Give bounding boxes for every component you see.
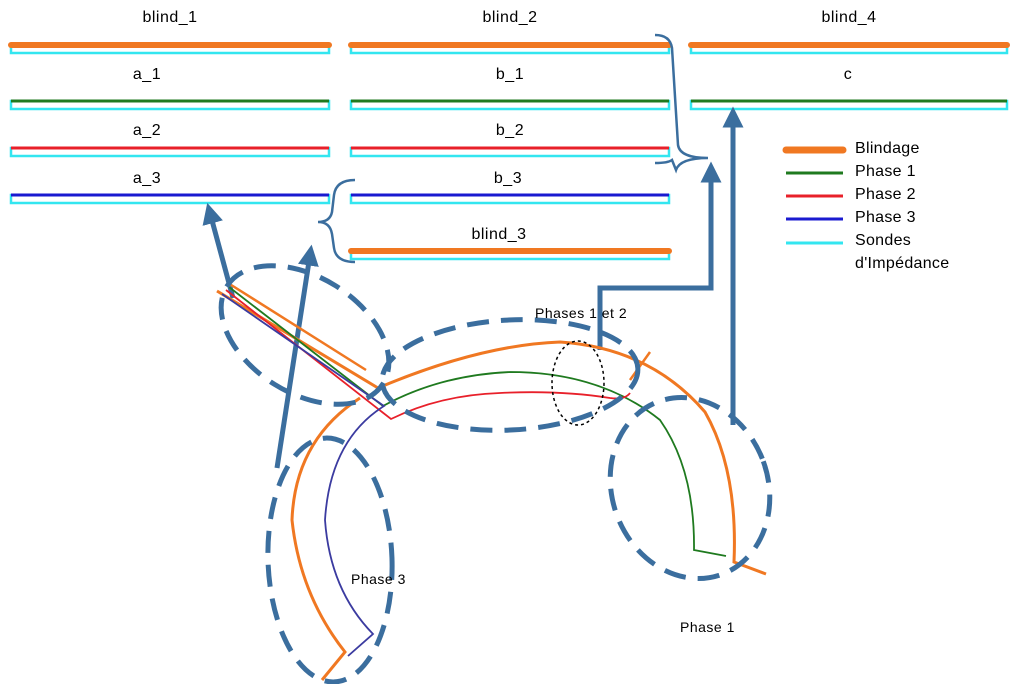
brace-left-b3-blind3	[317, 178, 356, 264]
segment-blind-4	[688, 42, 1010, 55]
segment-b-1	[349, 99, 671, 111]
arrow-to-b2-brace	[597, 161, 722, 350]
label-phases-1-et-2: Phases 1 et 2	[535, 305, 628, 321]
label-phase-1: Phase 1	[680, 619, 735, 635]
legend-label-sondes: Sondes	[855, 232, 912, 249]
label-blind-1: blind_1	[142, 9, 198, 26]
conductor-segments	[8, 42, 1010, 261]
dashed-ellipse-top-left	[218, 263, 392, 407]
dashed-ellipse-phase-3	[265, 435, 395, 684]
label-a-2: a_2	[132, 122, 162, 139]
legend-label-blindage: Blindage	[855, 140, 920, 157]
label-phase-3: Phase 3	[351, 571, 406, 587]
segment-a-2	[9, 146, 331, 158]
label-a-1: a_1	[132, 66, 162, 83]
legend-label-impedance: d'Impédance	[855, 255, 950, 272]
label-blind-2: blind_2	[482, 9, 538, 26]
segment-blind-2	[348, 42, 672, 55]
arrow-to-b3-blind3	[274, 244, 319, 469]
legend-label-phase-1: Phase 1	[855, 163, 916, 180]
label-a-3: a_3	[132, 170, 162, 187]
label-blind-3: blind_3	[471, 226, 527, 243]
label-b-2: b_2	[495, 122, 525, 139]
arrows	[202, 106, 744, 469]
segment-blind-1	[8, 42, 332, 55]
legend-swatches	[782, 146, 847, 245]
segment-c	[689, 99, 1009, 111]
label-b-1: b_1	[495, 66, 525, 83]
legend-label-phase-3: Phase 3	[855, 209, 916, 226]
label-b-3: b_3	[493, 170, 523, 187]
label-blind-4: blind_4	[821, 9, 877, 26]
segment-b-2	[349, 146, 671, 158]
segment-a-3	[9, 193, 331, 205]
label-c: c	[843, 66, 853, 83]
dashed-ellipse-phase-1	[607, 395, 773, 581]
dotted-ellipse-phases-1-2	[551, 340, 605, 426]
segment-blind-3	[348, 248, 672, 261]
dashed-ellipses	[218, 263, 773, 684]
segment-b-3	[349, 193, 671, 205]
legend-label-phase-2: Phase 2	[855, 186, 916, 203]
brace-right-blind2-b2	[654, 33, 709, 174]
dashed-ellipse-center	[379, 317, 641, 433]
segment-a-1	[9, 99, 331, 111]
